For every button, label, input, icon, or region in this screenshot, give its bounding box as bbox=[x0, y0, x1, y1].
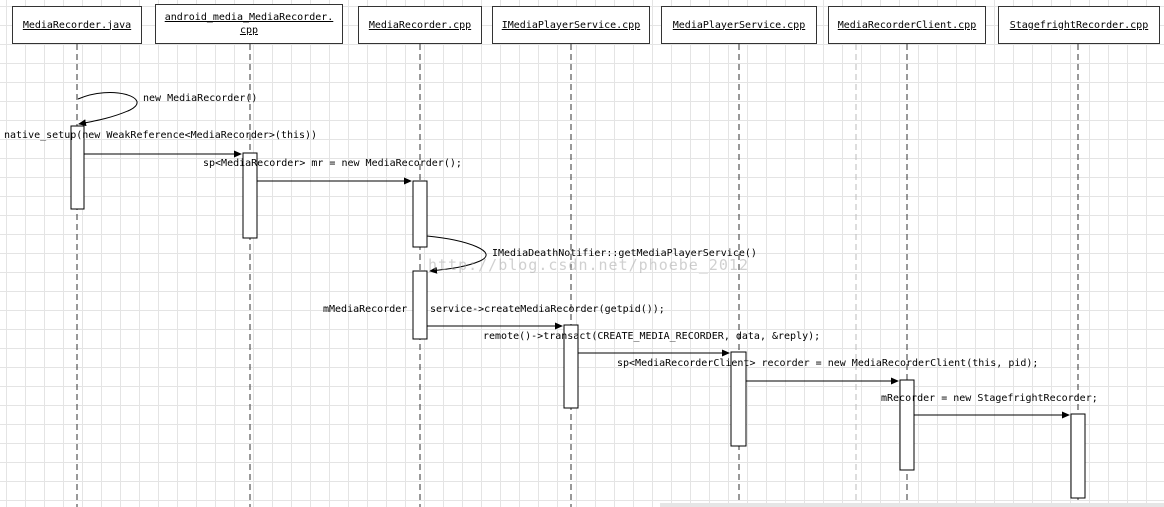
lifeline-label: android_media_MediaRecorder. cpp bbox=[164, 12, 334, 36]
message-label: new MediaRecorder() bbox=[143, 93, 258, 104]
activation-bar bbox=[563, 324, 579, 409]
message-label: sp<MediaRecorder> mr = new MediaRecorder… bbox=[203, 158, 462, 169]
self-call-arrow bbox=[426, 235, 487, 274]
lifeline-mediaplayerservice-cpp[interactable]: MediaPlayerService.cpp bbox=[661, 6, 817, 44]
lifeline-label: MediaPlayerService.cpp bbox=[672, 19, 806, 31]
activation-bar bbox=[412, 270, 428, 340]
self-call-arrow bbox=[77, 92, 138, 127]
message-label: mRecorder = new StagefrightRecorder; bbox=[881, 393, 1098, 404]
lifeline-label: MediaRecorder.cpp bbox=[368, 19, 472, 31]
lifeline-imediaplayerservice-cpp[interactable]: IMediaPlayerService.cpp bbox=[492, 6, 650, 44]
message-label: service->createMediaRecorder(getpid()); bbox=[430, 304, 665, 315]
lifeline-label: MediaRecorderClient.cpp bbox=[837, 19, 977, 31]
lifeline-label: MediaRecorder.java bbox=[22, 19, 132, 31]
activation-bar bbox=[730, 351, 747, 447]
message-label: IMediaDeathNotifier::getMediaPlayerServi… bbox=[492, 248, 757, 259]
message-label: mMediaRecorder bbox=[323, 304, 408, 315]
lifeline-stagefrightrecorder-cpp[interactable]: StagefrightRecorder.cpp bbox=[998, 6, 1160, 44]
lifeline-mediarecorderclient-cpp[interactable]: MediaRecorderClient.cpp bbox=[828, 6, 986, 44]
activation-bar bbox=[1070, 413, 1086, 499]
watermark: http://blog.csdn.net/phoebe_2012 bbox=[428, 256, 749, 274]
lifeline-mediarecorder-cpp[interactable]: MediaRecorder.cpp bbox=[358, 6, 482, 44]
message-label: remote()->transact(CREATE_MEDIA_RECORDER… bbox=[483, 331, 821, 342]
lifeline-label: IMediaPlayerService.cpp bbox=[501, 19, 641, 31]
lifeline-label: StagefrightRecorder.cpp bbox=[1009, 19, 1149, 31]
activation-bar bbox=[242, 152, 258, 239]
lifeline-mediarecorder-java[interactable]: MediaRecorder.java bbox=[12, 6, 142, 44]
activation-bar bbox=[70, 125, 85, 210]
activation-bar bbox=[412, 180, 428, 248]
message-label: native_setup(new WeakReference<MediaReco… bbox=[4, 130, 318, 141]
bottom-scroll-strip bbox=[660, 503, 1164, 507]
lifeline-android-media-mediarecorder-cpp[interactable]: android_media_MediaRecorder. cpp bbox=[155, 4, 343, 44]
message-label: sp<MediaRecorderClient> recorder = new M… bbox=[617, 358, 1039, 369]
activation-bar bbox=[899, 379, 915, 471]
